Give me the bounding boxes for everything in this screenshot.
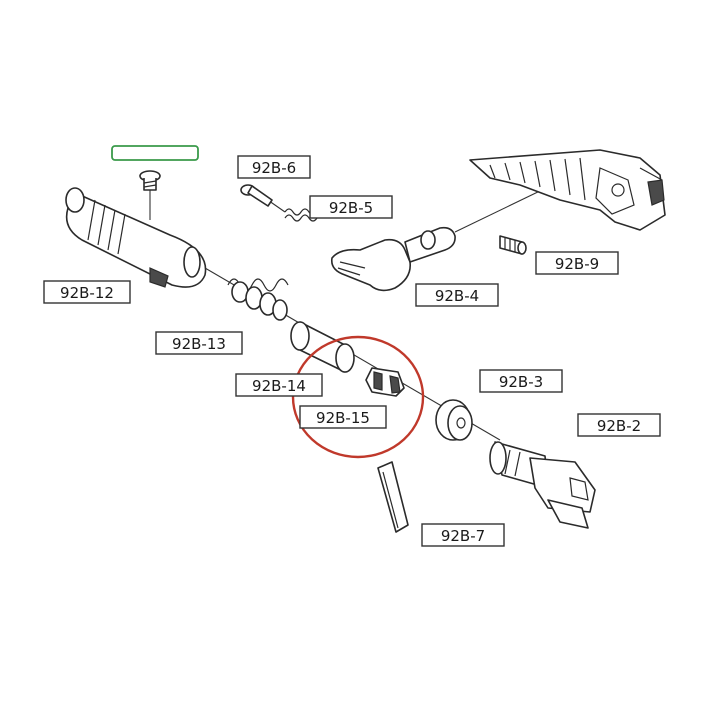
label-92B-7: 92B-7 <box>421 523 505 547</box>
part-92B-2-valve <box>489 441 596 529</box>
part-92B-7-plate <box>377 461 409 533</box>
label-92B-3: 92B-3 <box>479 369 563 393</box>
part-92B-15 <box>365 367 405 397</box>
label-92B-15-text: 92B-15 <box>316 409 370 427</box>
screw-part <box>139 170 161 191</box>
part-92B-4-lever <box>330 226 456 292</box>
label-92B-9: 92B-9 <box>535 251 619 275</box>
label-92B-12: 92B-12 <box>43 280 131 304</box>
part-frame-section <box>469 149 666 231</box>
label-92B-3-text: 92B-3 <box>499 373 543 391</box>
label-92B-2: 92B-2 <box>577 413 661 437</box>
label-92B-14: 92B-14 <box>235 373 323 397</box>
part-92B-9-nut <box>499 235 527 255</box>
label-92B-12-text: 92B-12 <box>60 284 114 302</box>
part-92B-3-disc <box>435 399 473 441</box>
part-92B-12-cylinder <box>65 187 207 288</box>
label-92B-6: 92B-6 <box>237 155 311 179</box>
label-92B-4-text: 92B-4 <box>435 287 479 305</box>
label-92B-13-text: 92B-13 <box>172 335 226 353</box>
label-92B-9-text: 92B-9 <box>555 255 599 273</box>
label-92B-6-text: 92B-6 <box>252 159 296 177</box>
label-92B-14-text: 92B-14 <box>252 377 306 395</box>
label-92B-5-text: 92B-5 <box>329 199 373 217</box>
label-92B-2-text: 92B-2 <box>597 417 641 435</box>
part-92B-6-pin <box>240 184 273 207</box>
label-92B-7-text: 92B-7 <box>441 527 485 545</box>
part-92B-13-spring <box>227 278 289 321</box>
label-92B-13: 92B-13 <box>155 331 243 355</box>
label-92B-4: 92B-4 <box>415 283 499 307</box>
label-92B-15: 92B-15 <box>299 405 387 429</box>
highlight-circle <box>291 335 425 459</box>
label-92B-5: 92B-5 <box>309 195 393 219</box>
green-tag-partial <box>111 145 199 161</box>
